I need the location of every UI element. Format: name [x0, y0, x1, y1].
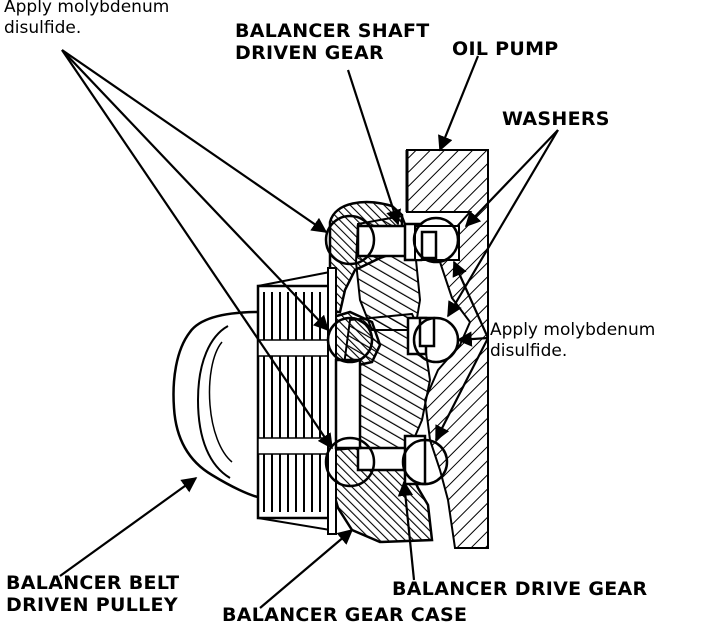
application-circles — [324, 214, 460, 488]
label-pulley-line2: DRIVEN PULLEY — [6, 594, 178, 616]
balancer-shaft — [334, 358, 362, 450]
apply-note-right-line2: disulfide. — [490, 341, 568, 361]
apply-note-right: Apply molybdenum disulfide. — [490, 320, 655, 362]
label-balancer-shaft-driven-gear: BALANCER SHAFT DRIVEN GEAR — [235, 20, 430, 64]
label-balancer-belt-driven-pulley: BALANCER BELT DRIVEN PULLEY — [6, 572, 179, 616]
leader-arrows — [59, 49, 559, 609]
label-balancer-gear-case: BALANCER GEAR CASE — [222, 604, 468, 626]
label-balancer-drive-gear: BALANCER DRIVE GEAR — [392, 578, 648, 600]
label-washers: WASHERS — [502, 108, 610, 130]
apply-note-top-line2: disulfide. — [4, 18, 82, 38]
label-shaft-line1: BALANCER SHAFT — [235, 20, 430, 42]
label-pulley-line1: BALANCER BELT — [6, 572, 180, 594]
balancer-shaft-driven-gear — [354, 214, 460, 331]
label-shaft-line2: DRIVEN GEAR — [235, 42, 384, 64]
apply-note-top-line1: Apply molybdenum — [4, 0, 170, 17]
balancer-belt-driven-pulley — [172, 267, 337, 535]
apply-note-right-line1: Apply molybdenum — [490, 320, 656, 340]
apply-note-top: Apply molybdenum disulfide. — [4, 0, 169, 39]
label-oil-pump: OIL PUMP — [452, 38, 559, 60]
